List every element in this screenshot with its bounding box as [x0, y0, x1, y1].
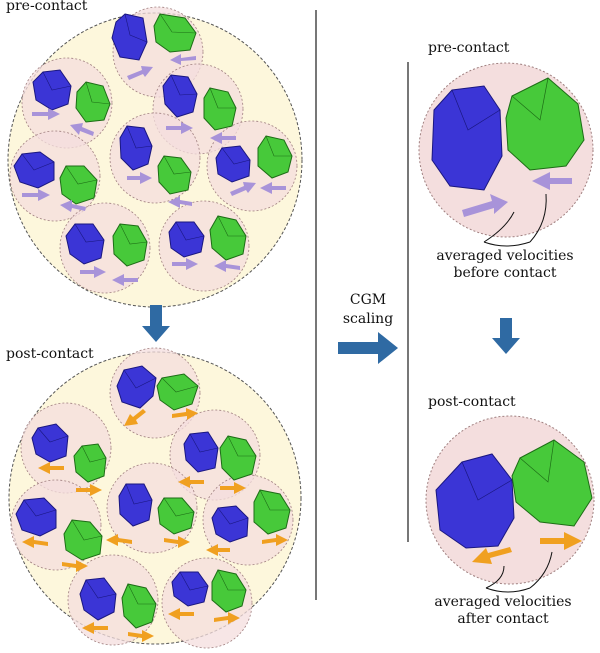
right-post-contact-label: post-contact — [428, 394, 516, 410]
annotation-pointer — [529, 551, 553, 589]
averaged-velocity-arrow — [472, 547, 512, 564]
velocity-arrow — [128, 630, 154, 642]
velocity-arrow — [166, 122, 193, 134]
blue-particle — [215, 145, 251, 183]
blue-particle — [171, 571, 209, 607]
velocity-arrow — [106, 534, 132, 546]
annotation-pointer — [485, 565, 505, 589]
right-pre-contact-label: pre-contact — [428, 40, 510, 56]
green-particle — [157, 155, 192, 195]
annotation-pointer — [529, 193, 547, 243]
velocity-arrow — [210, 132, 236, 144]
left-pre-contact-label: pre-contact — [6, 0, 88, 14]
flow-arrow-down-right — [492, 318, 520, 354]
averaged-after-line2: after contact — [457, 611, 549, 627]
velocity-arrow — [260, 182, 286, 194]
velocity-arrow — [38, 462, 64, 474]
blue-particle — [116, 365, 157, 409]
green-particle — [211, 569, 247, 613]
blue-particle — [431, 85, 503, 191]
right-pre-contact — [418, 62, 594, 247]
blue-particle — [168, 221, 205, 258]
green-particle — [253, 489, 291, 535]
blue-particle — [118, 483, 153, 527]
velocity-arrow — [178, 476, 204, 488]
velocity-arrow — [230, 182, 256, 196]
left-pre-contact-ensemble — [7, 6, 303, 308]
velocity-arrow — [32, 108, 60, 120]
cgm-label-line2: scaling — [342, 311, 394, 327]
right-post-contact — [425, 415, 595, 593]
velocity-arrow — [214, 612, 240, 624]
green-particle — [63, 519, 103, 561]
velocity-arrow — [206, 544, 230, 556]
velocity-arrow — [124, 409, 146, 426]
velocity-arrow — [168, 608, 194, 620]
velocity-arrow — [262, 534, 288, 546]
flow-arrow-down — [142, 305, 170, 342]
green-particle — [112, 223, 148, 267]
velocity-arrow — [172, 258, 198, 270]
blue-particle — [79, 577, 117, 621]
averaged-before-line2: before contact — [453, 265, 557, 281]
green-particle — [511, 439, 593, 527]
velocity-arrow — [70, 123, 94, 136]
averaged-after-line1: averaged velocities — [434, 594, 572, 610]
velocity-arrow — [170, 54, 196, 65]
velocity-arrow — [112, 274, 138, 286]
green-particle — [505, 77, 585, 171]
green-particle — [209, 215, 247, 261]
left-post-contact-ensemble — [8, 347, 302, 649]
velocity-arrow — [22, 536, 48, 548]
blue-particle — [15, 497, 57, 537]
green-particle — [59, 165, 98, 205]
green-particle — [121, 583, 157, 629]
velocity-arrow — [168, 196, 192, 208]
averaged-velocity-arrow — [532, 172, 572, 190]
averaged-velocity-arrow — [540, 532, 582, 550]
blue-particle — [31, 423, 69, 463]
green-particle — [257, 135, 293, 179]
blue-particle — [435, 453, 515, 549]
green-particle — [153, 13, 197, 53]
green-particle — [219, 435, 257, 481]
annotation-pointer — [483, 211, 515, 243]
blue-particle — [162, 74, 198, 118]
blue-particle — [111, 13, 148, 61]
velocity-arrow — [127, 172, 152, 184]
averaged-before-line1: averaged velocities — [436, 248, 574, 264]
velocity-arrow — [172, 408, 198, 420]
left-post-contact-label: post-contact — [6, 346, 94, 362]
velocity-arrow — [127, 66, 153, 80]
velocity-arrow — [76, 484, 102, 496]
green-particle — [73, 443, 107, 483]
velocity-arrow — [82, 622, 108, 634]
blue-particle — [65, 223, 105, 265]
velocity-arrow — [220, 482, 246, 494]
velocity-arrow — [80, 266, 106, 278]
cgm-scaling-arrow — [338, 332, 398, 364]
cgm-label-line1: CGM — [349, 292, 387, 308]
velocity-arrow — [62, 560, 88, 572]
velocity-arrow — [22, 189, 50, 201]
velocity-arrow — [164, 536, 190, 548]
velocity-arrow — [60, 200, 86, 212]
velocity-arrow — [214, 260, 240, 272]
averaged-velocity-arrow — [462, 194, 508, 217]
green-particle — [203, 87, 237, 131]
